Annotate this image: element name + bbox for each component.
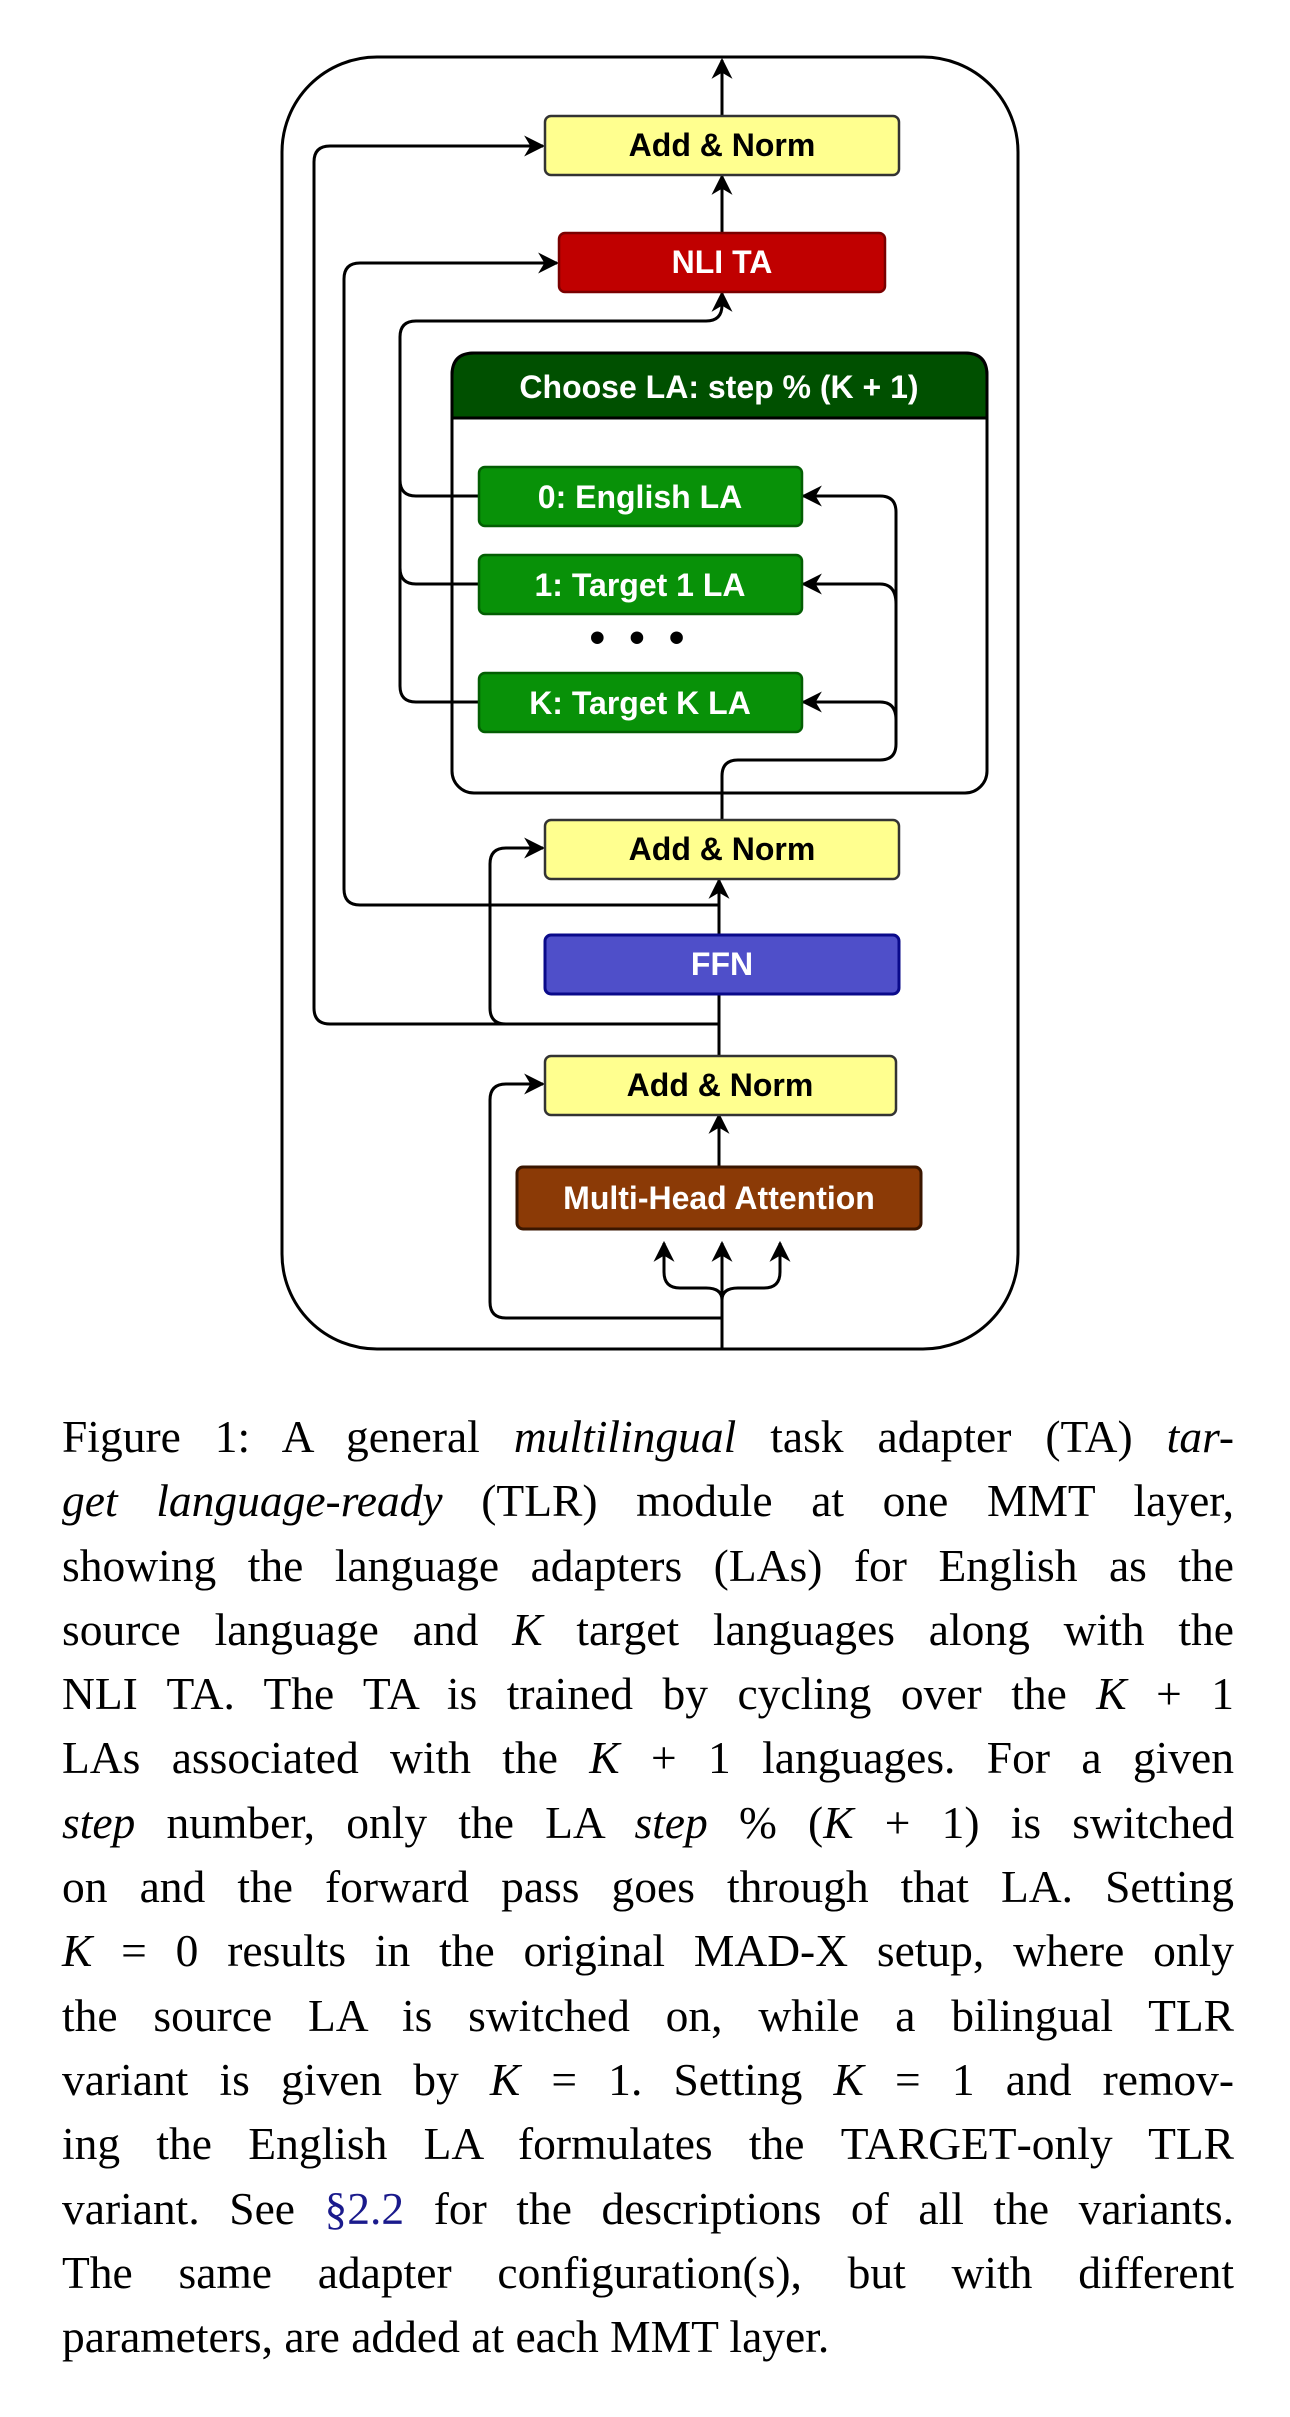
caption-text: and remov- [974, 2053, 1234, 2105]
caption-line-11: variant is given by K = 1. Setting K = 1… [62, 2048, 1234, 2112]
caption-text: (TLR) module at one MMT layer, [442, 1475, 1235, 1527]
caption-line-1: Figure 1: A general multilingual task ad… [62, 1405, 1234, 1469]
caption-line-8: on and the forward pass goes through tha… [62, 1861, 1234, 1913]
choose-la-header-label: Choose LA: step % (K + 1) [519, 369, 918, 405]
multi-head-attention-box: Multi-Head Attention [515, 1165, 923, 1231]
caption-emphasis: step [634, 1796, 708, 1848]
method-name: TARGET [840, 2118, 1017, 2170]
caption-line-7: step number, only the LA step % (K + 1) … [62, 1791, 1234, 1855]
math-variable: K [1096, 1668, 1127, 1720]
la-english-label: 0: English LA [538, 479, 742, 515]
caption-text: variant is given by [62, 2053, 490, 2105]
nli-ta-box: NLI TA [557, 231, 887, 294]
add-norm-bottom-box: Add & Norm [543, 1054, 898, 1117]
caption-text: languages. For a given [730, 1732, 1234, 1784]
caption-text: task adapter (TA) [736, 1411, 1167, 1462]
layer-container [280, 55, 1020, 1351]
addnorm-to-la [720, 516, 898, 820]
caption-text: -only TLR [1016, 2118, 1234, 2170]
residual-4 [342, 252, 719, 907]
caption-text: for the descriptions of all the variants… [404, 2182, 1234, 2234]
math-variable: K [833, 2053, 864, 2105]
caption-line-14: The same adapter configuration(s), but w… [62, 2246, 1234, 2298]
method-name: MAD-X [693, 1925, 849, 1977]
add-norm-mid-label: Add & Norm [629, 831, 816, 867]
nli-ta-label: NLI TA [672, 244, 773, 280]
adapter-architecture-diagram: Choose LA: step % (K + 1) [280, 55, 1020, 1351]
math-variable: K [589, 1732, 620, 1784]
caption-line-13: variant. See §2.2 for the descriptions o… [62, 2177, 1234, 2241]
math-expression: % ( [707, 1796, 824, 1848]
math-variable: K [823, 1796, 854, 1848]
caption-text: Figure 1: A general [62, 1411, 514, 1462]
la-input-1 [800, 573, 898, 605]
la-target-1-box: 1: Target 1 LA [477, 553, 804, 616]
caption-text: source language and [62, 1603, 513, 1655]
caption-text: results in the original [198, 1925, 694, 1977]
caption-line-12: ing the English LA formulates the TARGET… [62, 2112, 1234, 2176]
caption-text: target languages along with the [542, 1603, 1234, 1655]
caption-text: ing the English LA formulates the [62, 2118, 841, 2170]
caption-emphasis: step [62, 1796, 136, 1848]
residual-1 [488, 1073, 722, 1320]
ffn-label: FFN [691, 946, 753, 982]
caption-emphasis: get language-ready [62, 1475, 443, 1527]
math-variable: K [62, 1925, 93, 1977]
caption-text: variant. See [62, 2182, 325, 2234]
add-norm-bottom-label: Add & Norm [627, 1067, 814, 1103]
math-expression: = 0 [92, 1925, 199, 1977]
caption-line-15: parameters, are added at each MMT layer. [62, 2311, 830, 2363]
la-ellipsis: • • • [590, 613, 691, 662]
figure-caption: Figure 1: A general multilingual task ad… [62, 1405, 1234, 2369]
caption-emphasis: tar- [1166, 1411, 1235, 1462]
multi-head-attention-label: Multi-Head Attention [563, 1180, 875, 1216]
la-input-0 [800, 485, 898, 516]
caption-line-5: NLI TA. The TA is trained by cycling ove… [62, 1662, 1234, 1726]
attention-input-k [653, 1240, 724, 1301]
caption-text: setup, where only [848, 1925, 1235, 1977]
math-expression: = 1 [863, 2053, 975, 2105]
math-expression: + 1 [619, 1732, 731, 1784]
math-expression: = 1 [520, 2053, 631, 2105]
choose-la-container: Choose LA: step % (K + 1) [450, 351, 989, 795]
caption-line-4: source language and K target languages a… [62, 1598, 1234, 1662]
la-output-0 [398, 290, 733, 498]
la-input-k [800, 691, 898, 721]
add-norm-mid-box: Add & Norm [543, 818, 901, 881]
caption-line-2: get language-ready (TLR) module at one M… [62, 1469, 1234, 1533]
attention-input-v [720, 1240, 791, 1301]
caption-line-10: the source LA is switched on, while a bi… [62, 1989, 1234, 2041]
caption-text: . Setting [630, 2053, 834, 2105]
math-expression: + 1 [1126, 1668, 1234, 1720]
caption-line-9: K = 0 results in the original MAD-X setu… [62, 1919, 1234, 1983]
add-norm-top-label: Add & Norm [629, 127, 816, 163]
add-norm-top-box: Add & Norm [543, 114, 901, 177]
caption-line-3: showing the language adapters (LAs) for … [62, 1539, 1234, 1591]
caption-emphasis: multilingual [513, 1411, 737, 1462]
la-target-k-box: K: Target K LA [477, 671, 804, 734]
section-reference-link[interactable]: §2.2 [324, 2182, 405, 2234]
math-expression: + 1) [853, 1796, 980, 1848]
caption-text: LAs associated with the [62, 1732, 590, 1784]
math-variable: K [489, 2053, 521, 2105]
la-english-box: 0: English LA [477, 465, 804, 528]
caption-text: number, only the LA [135, 1796, 635, 1848]
caption-text: is switched [979, 1796, 1235, 1848]
la-target-1-label: 1: Target 1 LA [535, 567, 746, 603]
ffn-box: FFN [543, 933, 901, 996]
la-target-k-label: K: Target K LA [529, 685, 751, 721]
caption-text: NLI TA. The TA is trained by cycling ove… [62, 1668, 1097, 1720]
residual-3 [312, 135, 719, 1026]
math-variable: K [512, 1603, 543, 1655]
la-output-k [398, 568, 478, 704]
caption-line-6: LAs associated with the K + 1 languages.… [62, 1726, 1234, 1790]
